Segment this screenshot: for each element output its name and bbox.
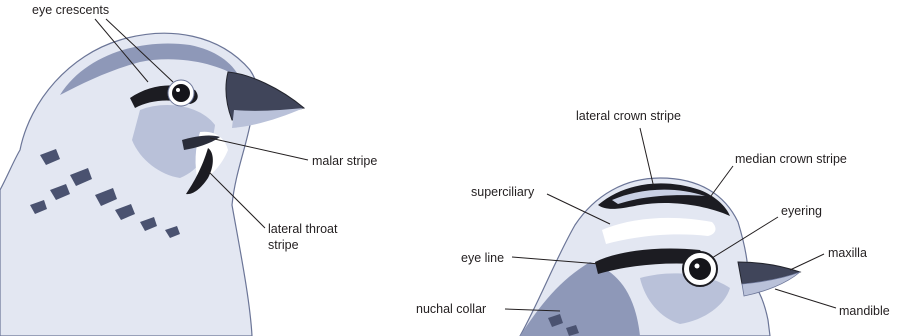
label-eye-line: eye line xyxy=(461,251,504,265)
label-malar-stripe: malar stripe xyxy=(312,154,377,168)
label-superciliary: superciliary xyxy=(471,185,535,199)
right-bird-eye xyxy=(689,258,711,280)
left-bird-illustration xyxy=(0,33,304,336)
label-eye-crescents: eye crescents xyxy=(32,3,109,17)
right-bird-illustration xyxy=(520,178,800,336)
left-bird-head xyxy=(0,33,259,336)
label-lateral-throat-stripe-line1: lateral throat xyxy=(268,222,338,236)
leader-maxilla xyxy=(790,254,824,270)
label-lateral-crown-stripe: lateral crown stripe xyxy=(576,109,681,123)
left-bird-eye-highlight xyxy=(176,88,180,92)
label-eyering: eyering xyxy=(781,204,822,218)
label-mandible: mandible xyxy=(839,304,890,318)
left-bird-bill-lower xyxy=(232,108,304,128)
label-median-crown-stripe: median crown stripe xyxy=(735,152,847,166)
right-bird-eye-highlight xyxy=(695,264,700,269)
label-nuchal-collar: nuchal collar xyxy=(416,302,486,316)
label-lateral-throat-stripe-line2: stripe xyxy=(268,238,299,252)
label-maxilla: maxilla xyxy=(828,246,867,260)
leader-median-crown-stripe xyxy=(708,166,733,200)
left-bird-eye xyxy=(172,84,190,102)
leader-mandible xyxy=(775,289,836,308)
